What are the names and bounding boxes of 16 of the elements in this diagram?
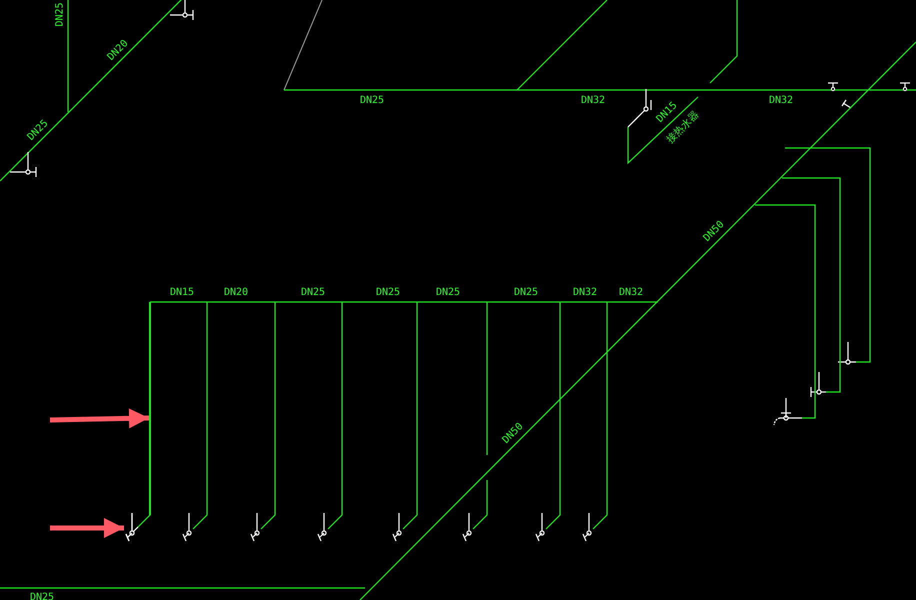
arrow <box>50 408 150 428</box>
pipe-size-label: DN25 <box>301 286 326 298</box>
valve-icon <box>124 512 140 542</box>
arrow <box>50 518 124 538</box>
pipe-size-label: DN25 <box>54 2 66 26</box>
pipe-size-label: DN32 <box>769 94 794 106</box>
pipe-size-label: DN25 <box>30 592 54 600</box>
pipe-size-label: DN15 <box>170 286 194 298</box>
pipe-size-label: DN25 <box>514 286 538 298</box>
pipe-size-label: DN25 <box>376 286 400 298</box>
pipe-size-label: DN32 <box>619 286 644 298</box>
pipe-size-label: DN20 <box>224 286 248 298</box>
pipe-size-label: DN25 <box>360 94 384 106</box>
pipe-size-label: DN32 <box>581 94 606 106</box>
pipe-size-label: DN25 <box>436 286 460 298</box>
pipe-size-label: DN32 <box>573 286 598 298</box>
